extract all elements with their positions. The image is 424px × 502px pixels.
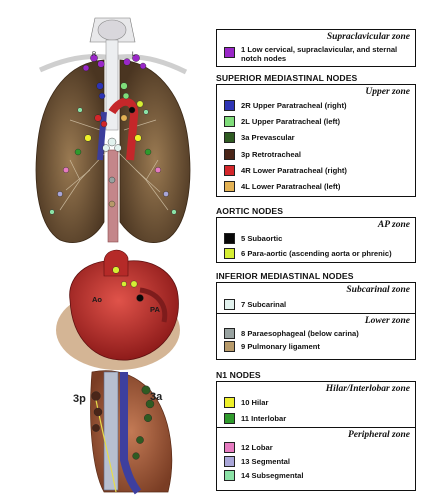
swatch (224, 164, 235, 176)
legend-label: 8 Paraesophageal (below carina) (241, 329, 359, 338)
upper-zone-heading: Upper zone (365, 87, 410, 97)
legend-label: 14 Subsegmental (241, 471, 304, 480)
legend-label: 9 Pulmonary ligament (241, 342, 320, 351)
label-l: L (132, 52, 136, 58)
legend-row-5: 5 Subaortic (217, 231, 415, 246)
legend-row-7: 7 Subcarinal (217, 296, 415, 313)
heart-diagram: Ao PA (56, 249, 180, 370)
legend-row-13: 13 Segmental (217, 455, 415, 469)
subzone-divider (217, 427, 415, 428)
label-r: R (92, 52, 97, 58)
peripheral-zone-heading: Peripheral zone (347, 430, 410, 440)
lung-diagram: R L (35, 17, 191, 243)
legend-label: 3a Prevascular (241, 133, 295, 143)
label-3a: 3a (150, 391, 163, 403)
swatch (224, 148, 235, 160)
legend-row-4l: 4L Lower Paratracheal (left) (217, 179, 415, 195)
swatch (224, 233, 235, 244)
lower-zone-heading: Lower zone (364, 316, 410, 326)
legend-row-1: 1 Low cervical, supraclavicular, and ste… (217, 43, 415, 67)
swatch (224, 397, 235, 408)
legend-label: 7 Subcarinal (241, 300, 287, 309)
legend-row-14: 14 Subsegmental (217, 469, 415, 483)
subzone-divider (217, 313, 415, 314)
swatch (224, 132, 235, 144)
anatomy-illustrations: R L Ao PA 3p 3a (35, 17, 191, 495)
legend-row-6: 6 Para-aortic (ascending aorta or phreni… (217, 246, 415, 261)
legend-label: 2R Upper Paratracheal (right) (241, 101, 347, 110)
label-3p: 3p (73, 393, 86, 405)
right-lung (35, 59, 105, 243)
legend-label: 2L Upper Paratracheal (left) (241, 117, 341, 127)
swatch (224, 180, 235, 192)
swatch (224, 328, 235, 339)
legend-row-10: 10 Hilar (217, 395, 415, 411)
legend-row-8: 8 Paraesophageal (below carina) (217, 327, 415, 340)
legend-label: 10 Hilar (241, 398, 269, 407)
legend-row-11: 11 Interlobar (217, 411, 415, 427)
inferior-mediastinal-title: INFERIOR MEDIASTINAL NODES (216, 271, 354, 281)
legend-label: 13 Segmental (241, 457, 290, 466)
legend-label: 12 Lobar (241, 443, 273, 452)
legend-label: 1 Low cervical, supraclavicular, and ste… (241, 45, 398, 63)
superior-box: Upper zone 2R Upper Paratracheal (right)… (216, 84, 416, 197)
swatch (224, 47, 235, 58)
swatch (224, 299, 235, 310)
n1-box: Hilar/Interlobar zone 10 Hilar 11 Interl… (216, 381, 416, 491)
swatch (224, 470, 235, 481)
legend-row-12: 12 Lobar (217, 441, 415, 455)
legend-row-4r: 4R Lower Paratracheal (right) (217, 163, 415, 179)
swatch (224, 116, 235, 128)
supraclavicular-box: Supraclavicular zone 1 Low cervical, sup… (216, 29, 416, 67)
swatch (224, 341, 235, 352)
label-pa: PA (150, 305, 160, 314)
legend-label: 4L Lower Paratracheal (left) (241, 181, 341, 191)
legend-row-2l: 2L Upper Paratracheal (left) (217, 114, 415, 130)
swatch (224, 100, 235, 111)
hilar-zone-heading: Hilar/Interlobar zone (325, 384, 410, 394)
legend-row-9: 9 Pulmonary ligament (217, 340, 415, 353)
n1-title: N1 NODES (216, 370, 261, 380)
legend-row-2r: 2R Upper Paratracheal (right) (217, 98, 415, 114)
ap-zone-heading: AP zone (377, 220, 410, 230)
label-ao: Ao (92, 295, 102, 304)
legend-row-3p: 3p Retrotracheal (217, 147, 415, 163)
swatch (224, 413, 235, 424)
legend-label: 6 Para-aortic (ascending aorta or phreni… (241, 249, 392, 258)
legend-label: 11 Interlobar (241, 414, 287, 423)
swatch (224, 456, 235, 467)
supraclavicular-zone-heading: Supraclavicular zone (326, 32, 410, 42)
superior-rows: 2R Upper Paratracheal (right) 2L Upper P… (217, 98, 415, 195)
swatch (224, 248, 235, 259)
legend-label: 3p Retrotracheal (241, 149, 301, 159)
lateral-diagram: 3p 3a (73, 370, 173, 495)
swatch (224, 442, 235, 453)
inferior-box: Subcarinal zone 7 Subcarinal Lower zone … (216, 282, 416, 360)
aortic-box: AP zone 5 Subaortic 6 Para-aortic (ascen… (216, 217, 416, 263)
legend-label: 5 Subaortic (241, 234, 283, 243)
legend-row-3a: 3a Prevascular (217, 130, 415, 146)
subcarinal-zone-heading: Subcarinal zone (346, 285, 410, 295)
superior-mediastinal-title: SUPERIOR MEDIASTINAL NODES (216, 73, 358, 83)
aortic-title: AORTIC NODES (216, 206, 284, 216)
legend-label: 4R Lower Paratracheal (right) (241, 165, 347, 175)
